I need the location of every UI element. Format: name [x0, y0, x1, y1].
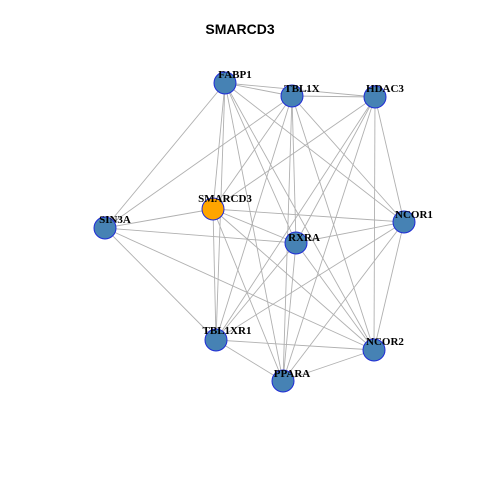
edge-smarcd3-ppara	[212, 208, 284, 382]
node-ncor1[interactable]	[392, 210, 416, 234]
edge-tbl1x-ncor2	[291, 95, 375, 351]
edge-hdac3-rxra	[295, 96, 376, 244]
node-label-ncor2: NCOR2	[366, 336, 404, 348]
edge-tbl1x-sin3a	[104, 95, 293, 229]
edge-tbl1x-smarcd3	[212, 95, 293, 210]
edge-tbl1x-hdac3	[291, 95, 376, 98]
node-ncor2[interactable]	[362, 338, 386, 362]
edge-tbl1x-tbl1xr1	[215, 95, 293, 341]
node-tbl1x[interactable]	[280, 84, 304, 108]
edge-fabp1-sin3a	[104, 82, 226, 229]
node-layer	[93, 71, 416, 393]
edge-hdac3-ncor1	[374, 96, 405, 223]
node-fabp1[interactable]	[213, 71, 237, 95]
node-hdac3[interactable]	[363, 85, 387, 109]
edge-ncor2-ppara	[282, 349, 375, 382]
edge-sin3a-ncor2	[104, 227, 375, 351]
node-label-tbl1xr1: TBL1XR1	[203, 325, 252, 337]
edge-rxra-ncor2	[295, 242, 375, 351]
node-label-fabp1: FABP1	[218, 69, 251, 81]
edge-layer	[104, 82, 405, 382]
edge-ncor1-ppara	[282, 221, 405, 382]
edge-fabp1-rxra	[224, 82, 297, 244]
edge-smarcd3-ncor2	[212, 208, 375, 351]
edge-sin3a-tbl1xr1	[104, 227, 217, 341]
node-label-tbl1x: TBL1X	[284, 83, 320, 95]
node-label-sin3a: SIN3A	[99, 214, 131, 226]
edge-hdac3-smarcd3	[212, 96, 376, 210]
edge-ncor1-ncor2	[373, 221, 405, 351]
node-label-rxra: RXRA	[288, 232, 320, 244]
node-ppara[interactable]	[271, 369, 295, 393]
node-label-ppara: PPARA	[274, 368, 311, 380]
edge-rxra-ncor1	[295, 221, 405, 244]
graph-title: SMARCD3	[205, 21, 275, 37]
edge-hdac3-ncor2	[373, 96, 376, 351]
node-tbl1xr1[interactable]	[204, 328, 228, 352]
edge-smarcd3-rxra	[212, 208, 297, 244]
node-label-hdac3: HDAC3	[366, 83, 404, 95]
node-sin3a[interactable]	[93, 216, 117, 240]
edge-smarcd3-tbl1xr1	[212, 208, 217, 341]
edge-hdac3-tbl1xr1	[215, 96, 376, 341]
edge-sin3a-rxra	[104, 227, 297, 244]
node-smarcd3[interactable]	[201, 197, 225, 221]
edge-smarcd3-ncor1	[212, 208, 405, 223]
edge-smarcd3-sin3a	[104, 208, 214, 229]
edge-fabp1-smarcd3	[212, 82, 226, 210]
node-rxra[interactable]	[284, 231, 308, 255]
edge-tbl1x-ncor1	[291, 95, 405, 223]
edge-tbl1xr1-ncor2	[215, 339, 375, 351]
node-label-smarcd3: SMARCD3	[198, 193, 252, 205]
edge-fabp1-ncor2	[224, 82, 375, 351]
edge-tbl1xr1-ppara	[215, 339, 284, 382]
edge-rxra-tbl1xr1	[215, 242, 297, 341]
edge-hdac3-ppara	[282, 96, 376, 382]
edge-ncor1-tbl1xr1	[215, 221, 405, 341]
edge-rxra-ppara	[282, 242, 297, 382]
edge-fabp1-ppara	[224, 82, 284, 382]
node-label-ncor1: NCOR1	[395, 209, 433, 221]
